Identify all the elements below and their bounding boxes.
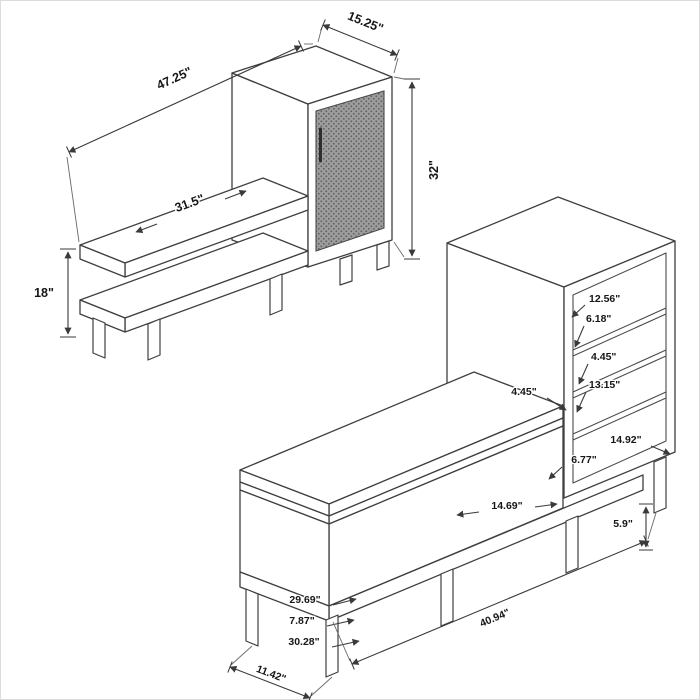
view1-bench <box>79 177 309 361</box>
shelf-board <box>572 307 667 357</box>
cabinet-leg <box>653 456 667 514</box>
overall-width-label: 47.25" <box>155 64 195 92</box>
base-gap-label: 6.77" <box>571 454 596 466</box>
bench-leg <box>92 317 106 359</box>
dim-top-shelf-gap: 12.56" <box>571 292 622 318</box>
view2-bench-cabinet: 12.56" 6.18" 4.45" 13.15" 4.45" <box>227 196 676 700</box>
dim-shelf-gap-upper: 6.18" <box>574 312 613 348</box>
bench-height-label: 18" <box>34 286 54 300</box>
leg-height-label: 5.9" <box>613 518 633 530</box>
dim-interior-width: 29.69" <box>288 593 357 607</box>
shelf-board <box>572 391 667 441</box>
bench-leg <box>440 568 454 627</box>
dim-leg-spacing: 11.42" <box>227 645 333 700</box>
side-height-label: 14.92" <box>610 434 641 446</box>
dim-frame-height: 7.87" <box>288 614 355 628</box>
dim-seat-depth: 14.69" <box>456 499 558 518</box>
interior-width-label: 29.69" <box>289 594 320 606</box>
bench-leg <box>325 614 339 678</box>
frame-height-label: 7.87" <box>289 615 314 627</box>
cabinet-leg <box>565 515 579 574</box>
leg-spacing-label: 11.42" <box>255 663 288 685</box>
cabinet-height-label: 32" <box>427 160 441 180</box>
dim-bench-height: 18" <box>33 248 76 338</box>
cabinet-depth-label: 15.25" <box>346 9 386 36</box>
dim-shelf-thickness: 4.45" <box>510 385 567 411</box>
seat-width-label: 30.28" <box>288 636 319 648</box>
dim-seat-width: 30.28" <box>287 635 360 649</box>
seat-depth-label: 14.69" <box>491 500 522 512</box>
top-shelf-gap-label: 12.56" <box>589 293 620 305</box>
shelf-thickness-label: 4.45" <box>511 386 536 398</box>
bench-leg <box>147 318 161 361</box>
dim-cabinet-height: 32" <box>393 76 442 260</box>
shelf-depth-label: 13.15" <box>589 379 620 391</box>
cabinet-leg <box>339 254 353 286</box>
bench-leg <box>269 273 283 316</box>
shelf-gap-upper-label: 6.18" <box>586 313 611 325</box>
cabinet-mesh-door <box>315 90 385 252</box>
shelf-gap-mid-label: 4.45" <box>591 351 616 363</box>
overall-length-label: 40.94" <box>478 607 511 630</box>
dim-base-gap: 6.77" <box>548 453 598 480</box>
bench-leg <box>245 588 259 647</box>
bench-base-end <box>79 299 126 333</box>
view2-dimensions: 12.56" 6.18" 4.45" 13.15" 4.45" <box>227 292 671 700</box>
view1-bench-cabinet: 15.25" 47.25" 32" <box>33 8 442 361</box>
dim-side-height: 14.92" <box>609 433 671 455</box>
dim-leg-height: 5.9" <box>612 503 653 551</box>
shelf-board <box>572 349 667 399</box>
bench-seat-end <box>79 244 126 278</box>
cabinet-leg <box>376 240 390 271</box>
dim-shelf-depth: 13.15" <box>576 378 622 413</box>
dim-shelf-gap-mid: 4.45" <box>578 350 618 385</box>
